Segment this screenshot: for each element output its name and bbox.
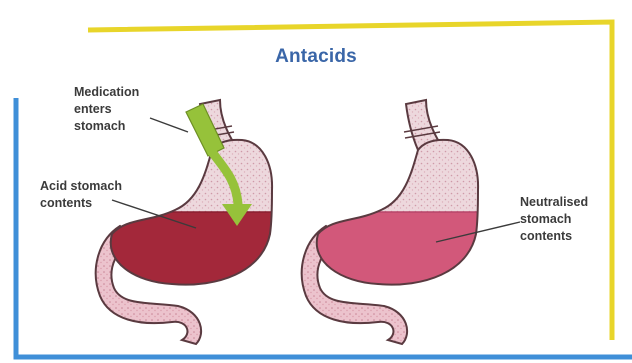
medication-label: Medication enters stomach [74,84,139,135]
acid-label-line: Acid stomach [40,178,122,195]
medication-pointer [150,118,188,132]
medication-label-line: Medication [74,84,139,101]
neutralised-label-line: stomach [520,211,588,228]
neutralised-contents-label: Neutralised stomach contents [520,194,588,245]
medication-label-line: enters [74,101,139,118]
diagram-title: Antacids [0,46,632,68]
neutralised-label-line: contents [520,228,588,245]
acid-stomach-illustration [90,100,290,344]
neutralised-label-line: Neutralised [520,194,588,211]
medication-label-line: stomach [74,118,139,135]
neutralised-stomach-illustration [296,100,496,344]
acid-label-line: contents [40,195,122,212]
acid-contents-label: Acid stomach contents [40,178,122,212]
yellow-frame-line [88,22,612,340]
